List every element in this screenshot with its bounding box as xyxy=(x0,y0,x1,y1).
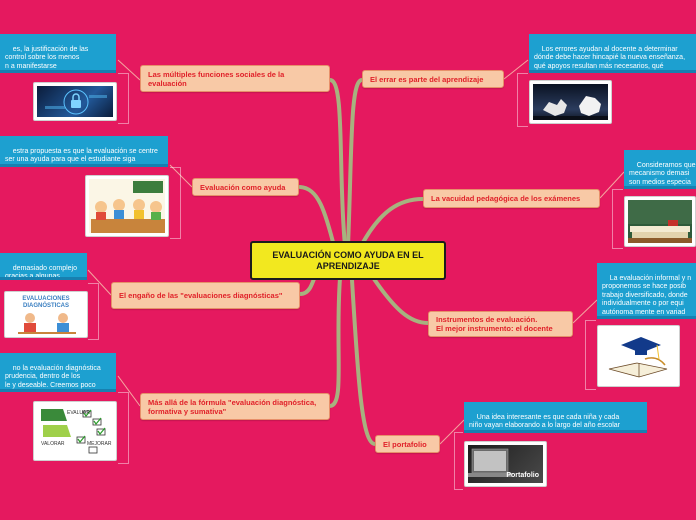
central-topic[interactable]: EVALUACIÓN COMO AYUDA EN EL APRENDIZAJE xyxy=(250,241,446,280)
image-ayuda[interactable] xyxy=(85,175,169,237)
mejorar-label: MEJORAR xyxy=(87,441,112,447)
note-ayuda-text: estra propuesta es que la evaluación se … xyxy=(5,147,158,164)
image-engano[interactable]: EVALUACIONES DIAGNÓSTICAS xyxy=(4,291,88,338)
note-engano-text: demasiado complejo gracias a algunas xyxy=(5,264,77,280)
central-topic-label: EVALUACIÓN COMO AYUDA EN EL APRENDIZAJE xyxy=(272,249,424,271)
connector-instrumentos xyxy=(572,299,598,324)
connector-engano xyxy=(87,269,112,296)
topic-errar[interactable]: El errar es parte del aprendizaje xyxy=(362,70,504,88)
image-vacuidad[interactable] xyxy=(624,196,696,247)
topic-instrumentos[interactable]: Instrumentos de evaluación. El mejor ins… xyxy=(428,311,573,337)
note-errar-text: Los errores ayudan al docente a determin… xyxy=(534,45,686,70)
note-errar[interactable]: Los errores ayudan al docente a determin… xyxy=(529,34,696,73)
note-vacuidad-text: Consideramos que mecanismo demasi son me… xyxy=(629,161,696,186)
note-vacuidad[interactable]: Consideramos que mecanismo demasi son me… xyxy=(624,150,696,189)
group-bracket-portafolio xyxy=(454,432,463,490)
topic-vacuidad[interactable]: La vacuidad pedagógica de los exámenes xyxy=(423,189,600,208)
note-formula-text: no la evaluación diagnóstica prudencia, … xyxy=(5,364,101,389)
topic-engano[interactable]: El engaño de las "evaluaciones diagnósti… xyxy=(111,282,300,309)
topic-vacuidad-label: La vacuidad pedagógica de los exámenes xyxy=(431,194,581,203)
branch-instrumentos xyxy=(370,274,430,325)
topic-formula[interactable]: Más allá de la fórmula "evaluación diagn… xyxy=(140,393,330,420)
topic-portafolio-label: El portafolio xyxy=(383,439,427,449)
graduation-book-illustration xyxy=(608,337,668,378)
group-bracket-engano xyxy=(88,283,99,340)
connector-funciones xyxy=(117,59,141,81)
connector-portafolio xyxy=(439,419,465,445)
note-ayuda[interactable]: estra propuesta es que la evaluación se … xyxy=(0,136,168,167)
diagnosticas-title: EVALUACIONES DIAGNÓSTICAS xyxy=(22,296,70,309)
group-bracket-vacuidad xyxy=(612,189,623,249)
topic-instrumentos-label: Instrumentos de evaluación. El mejor ins… xyxy=(436,315,553,333)
branch-errar xyxy=(346,78,364,248)
students-illustration xyxy=(18,313,76,334)
group-bracket-errar xyxy=(517,73,528,127)
branch-vacuidad xyxy=(358,197,425,250)
topic-funciones-label: Las múltiples funciones sociales de la e… xyxy=(148,69,285,88)
image-instrumentos[interactable] xyxy=(597,325,680,387)
crumpled-paper-illustration xyxy=(533,96,608,120)
connector-formula xyxy=(117,375,141,407)
note-instrumentos-text: La evaluación informal y n proponemos se… xyxy=(602,274,692,316)
group-bracket-ayuda xyxy=(170,167,181,239)
note-portafolio[interactable]: Una idea interesante es que cada niña y … xyxy=(464,402,647,433)
connector-errar xyxy=(503,59,529,80)
valorar-label: VALORAR xyxy=(41,441,65,447)
checklist-illustration: EVALUAR VALORAR MEJORAR xyxy=(41,409,112,454)
branch-ayuda xyxy=(298,185,337,252)
topic-funciones[interactable]: Las múltiples funciones sociales de la e… xyxy=(140,65,330,92)
image-funciones[interactable] xyxy=(33,82,117,121)
note-funciones[interactable]: es, la justificación de las control sobr… xyxy=(0,34,116,73)
classroom-illustration xyxy=(91,181,165,233)
note-funciones-text: es, la justificación de las control sobr… xyxy=(5,45,89,70)
group-bracket-formula xyxy=(118,392,129,464)
image-formula[interactable]: EVALUAR VALORAR MEJORAR xyxy=(33,401,117,461)
note-portafolio-text: Una idea interesante es que cada niña y … xyxy=(469,413,620,430)
group-bracket-instrumentos xyxy=(585,320,596,390)
topic-formula-label: Más allá de la fórmula "evaluación diagn… xyxy=(148,397,317,416)
image-portafolio[interactable]: Portafolio xyxy=(464,441,547,487)
branch-funciones xyxy=(328,78,347,248)
image-errar[interactable] xyxy=(529,80,612,124)
topic-engano-label: El engaño de las "evaluaciones diagnósti… xyxy=(119,291,283,300)
laptop-illustration xyxy=(468,448,512,477)
note-instrumentos[interactable]: La evaluación informal y n proponemos se… xyxy=(597,263,696,319)
topic-ayuda[interactable]: Evaluación como ayuda xyxy=(192,178,299,196)
topic-portafolio[interactable]: El portafolio xyxy=(375,435,440,453)
books-illustration xyxy=(628,200,692,243)
portafolio-caption: Portafolio xyxy=(506,472,539,479)
topic-ayuda-label: Evaluación como ayuda xyxy=(200,182,286,192)
connector-ayuda xyxy=(169,164,193,188)
note-formula[interactable]: no la evaluación diagnóstica prudencia, … xyxy=(0,353,116,392)
evaluar-label: EVALUAR xyxy=(67,410,90,416)
note-engano[interactable]: demasiado complejo gracias a algunas xyxy=(0,253,87,280)
branch-portafolio xyxy=(350,278,377,446)
branch-formula xyxy=(328,276,342,408)
connector-vacuidad xyxy=(599,171,625,199)
lock-icon xyxy=(45,89,107,115)
topic-errar-label: El errar es parte del aprendizaje xyxy=(370,74,484,84)
group-bracket-funciones xyxy=(118,73,129,124)
